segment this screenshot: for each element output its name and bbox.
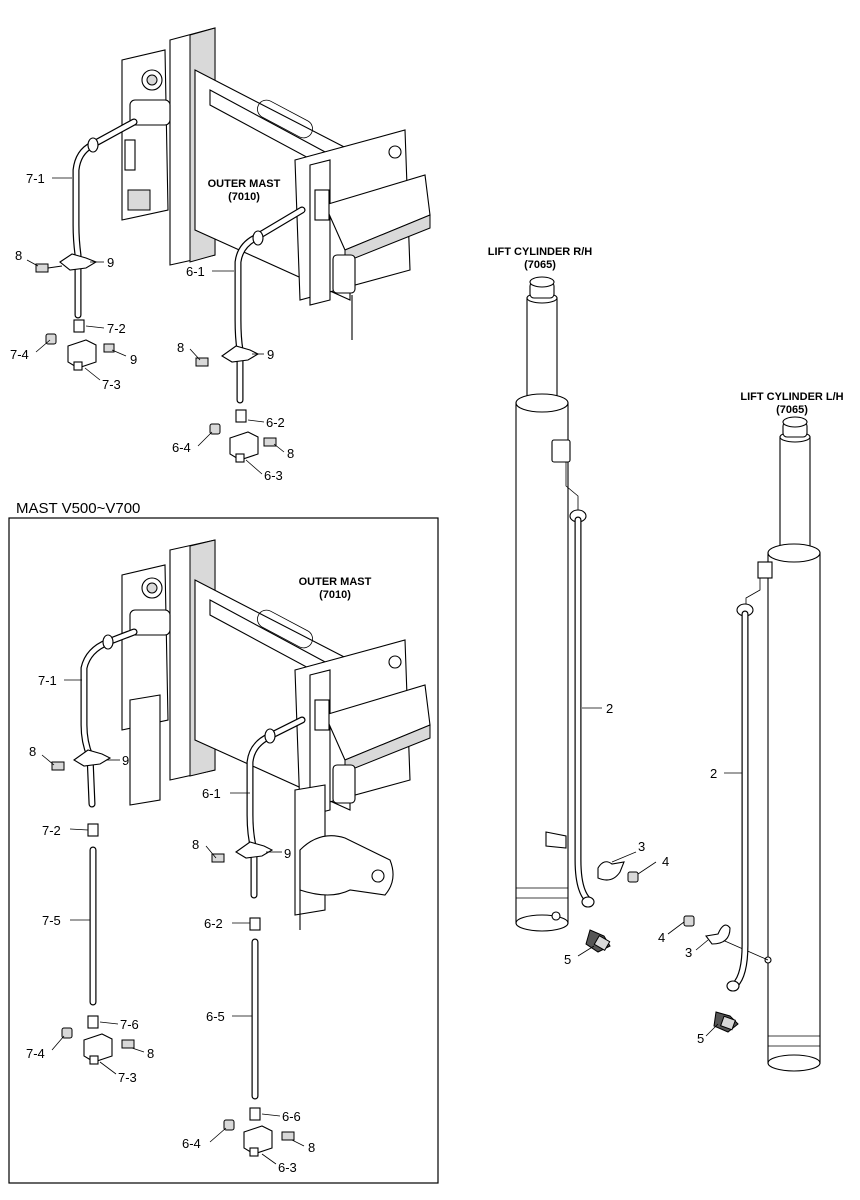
outer-mast-box — [121, 539, 431, 930]
fitting-7-2-box — [87, 823, 99, 837]
label-5: 5 — [697, 1031, 704, 1046]
bolt-8-6-top — [195, 357, 209, 367]
outer-mast-top — [121, 27, 431, 340]
fitting-5-rh — [585, 929, 611, 953]
label-7-3: 7-3 — [118, 1070, 137, 1085]
label-6-4: 6-4 — [182, 1136, 201, 1151]
labels-rh: 2 3 4 5 LIFT CYLINDER R/H (7065) — [488, 246, 669, 967]
label-7-5: 7-5 — [42, 913, 61, 928]
label-9: 9 — [122, 753, 129, 768]
caption-lift-cylinder-lh: LIFT CYLINDER L/H — [740, 391, 843, 403]
block-7-3-top — [67, 339, 97, 371]
fitting-6-2-top — [235, 409, 247, 423]
pipe-2-rh — [574, 516, 595, 908]
caption-lift-cylinder-lh-number: (7065) — [776, 404, 808, 416]
box-title: MAST V500~V700 — [16, 500, 140, 517]
label-2: 2 — [606, 701, 613, 716]
fitting-7-2-top — [73, 319, 85, 333]
label-4: 4 — [658, 930, 665, 945]
fitting-7-6-box — [87, 1015, 99, 1029]
label-7-2: 7-2 — [107, 321, 126, 336]
fitting-6-2-box — [249, 917, 261, 931]
bolt-8-block-box — [121, 1039, 135, 1049]
clamp-9-6-box — [234, 841, 274, 859]
label-3: 3 — [638, 839, 645, 854]
label-6-6: 6-6 — [282, 1109, 301, 1124]
leaders-top — [26, 177, 285, 475]
pipe-7-1-box — [80, 628, 138, 808]
label-5: 5 — [564, 952, 571, 967]
label-9: 9 — [130, 352, 137, 367]
label-7-1: 7-1 — [38, 673, 57, 688]
pipe-2-lh — [726, 610, 749, 992]
block-7-3-box — [83, 1033, 113, 1065]
lift-cylinder-lh — [717, 416, 821, 1072]
caption-outer-mast-number: (7010) — [319, 589, 351, 601]
bolt-8-top — [35, 263, 63, 273]
fitting-5-lh — [713, 1011, 739, 1033]
plug-7-4-box — [61, 1027, 73, 1039]
label-8: 8 — [177, 340, 184, 355]
labels-box: 7-1 8 9 7-2 7-5 7-6 7-4 8 7-3 6-1 8 9 6-… — [26, 576, 372, 1175]
label-7-2: 7-2 — [42, 823, 61, 838]
leaders-lh — [667, 772, 742, 1037]
label-7-1: 7-1 — [26, 171, 45, 186]
bolt-8-block-top — [263, 437, 277, 447]
label-9: 9 — [107, 255, 114, 270]
label-7-6: 7-6 — [120, 1017, 139, 1032]
label-6-1: 6-1 — [202, 786, 221, 801]
block-6-3-top — [229, 431, 259, 463]
block-6-3-box — [243, 1125, 273, 1157]
pipe-7-1-top — [72, 118, 138, 319]
caption-outer-mast: OUTER MAST — [299, 576, 372, 588]
bolt-9-block-top — [103, 343, 115, 353]
label-6-4: 6-4 — [172, 440, 191, 455]
labels-top: 7-1 8 9 7-2 7-4 9 7-3 6-1 8 9 6-2 6-4 8 … — [10, 171, 294, 483]
label-7-4: 7-4 — [10, 347, 29, 362]
label-8: 8 — [192, 837, 199, 852]
caption-outer-mast: OUTER MAST — [208, 178, 281, 190]
bolt-4-lh — [683, 915, 695, 927]
label-4: 4 — [662, 854, 669, 869]
label-6-2: 6-2 — [266, 415, 285, 430]
label-6-3: 6-3 — [264, 468, 283, 483]
pipe-6-1-top — [234, 206, 306, 404]
caption-lift-cylinder-rh-number: (7065) — [524, 259, 556, 271]
label-8: 8 — [147, 1046, 154, 1061]
label-3: 3 — [685, 945, 692, 960]
clamp-3-rh — [597, 861, 625, 881]
bolt-8-block6-box — [281, 1131, 295, 1141]
label-8: 8 — [287, 446, 294, 461]
caption-lift-cylinder-rh: LIFT CYLINDER R/H — [488, 246, 593, 258]
label-6-5: 6-5 — [206, 1009, 225, 1024]
clamp-3-lh — [705, 924, 731, 945]
label-7-3: 7-3 — [102, 377, 121, 392]
labels-lh: 2 3 4 5 LIFT CYLINDER L/H (7065) — [658, 391, 844, 1046]
label-9: 9 — [267, 347, 274, 362]
leaders-rh — [577, 707, 657, 957]
plug-6-4-box — [223, 1119, 235, 1131]
label-6-3: 6-3 — [278, 1160, 297, 1175]
label-6-1: 6-1 — [186, 264, 205, 279]
bolt-4-rh — [627, 871, 639, 883]
label-7-4: 7-4 — [26, 1046, 45, 1061]
plug-6-4-top — [209, 423, 221, 435]
leaders-box — [41, 679, 305, 1165]
label-8: 8 — [15, 248, 22, 263]
label-8: 8 — [29, 744, 36, 759]
caption-outer-mast-number: (7010) — [228, 191, 260, 203]
label-9: 9 — [284, 846, 291, 861]
bolt-8-6-box — [211, 853, 225, 863]
label-8: 8 — [308, 1140, 315, 1155]
fitting-6-6-box — [249, 1107, 261, 1121]
label-6-2: 6-2 — [204, 916, 223, 931]
clamp-9-box — [72, 749, 112, 767]
bolt-8-box — [51, 761, 65, 771]
lift-cylinder-rh — [515, 276, 587, 932]
label-2: 2 — [710, 766, 717, 781]
mast-v500-v700-frame — [8, 517, 439, 1184]
